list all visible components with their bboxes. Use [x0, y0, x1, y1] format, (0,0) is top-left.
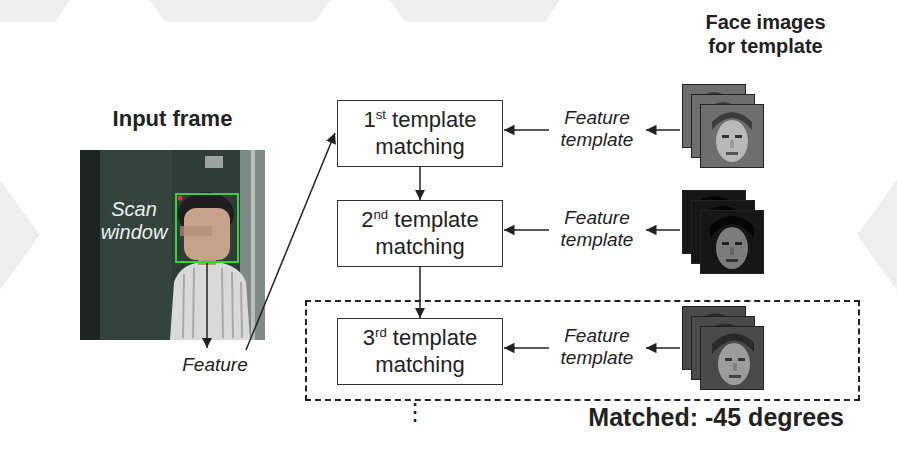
figure-heading: Input frame — [80, 106, 265, 132]
wall-panel — [100, 150, 172, 340]
template-label: Feature template — [551, 207, 643, 251]
box-text: 1st template matching — [346, 107, 494, 160]
template-arrow — [504, 129, 549, 131]
face-image — [683, 85, 746, 148]
face-image — [683, 191, 746, 254]
watermark-shape — [857, 180, 897, 290]
template-arrow — [504, 347, 549, 349]
flow-arrow — [419, 267, 421, 318]
ordinal-suffix: rd — [375, 325, 387, 340]
ordinal-suffix: st — [376, 107, 386, 122]
input-photo — [80, 150, 265, 340]
face-image-stack — [683, 191, 764, 274]
watermark-shape — [150, 0, 330, 22]
watermark-shape — [0, 180, 40, 290]
face-image — [701, 105, 764, 168]
door-frame — [80, 150, 100, 340]
flow-arrow — [419, 167, 421, 200]
process-box: 2nd template matching — [337, 200, 503, 267]
process-box: 1st template matching — [337, 100, 503, 167]
photo-ground — [80, 150, 265, 340]
input-frame: Input frameScan window — [80, 150, 265, 340]
side-wall — [240, 150, 265, 340]
feature-label: Feature — [175, 354, 255, 376]
wall-light — [251, 150, 255, 340]
ceiling-device — [205, 156, 223, 168]
feature-arrow — [246, 133, 335, 350]
feature-arrows — [207, 133, 335, 350]
box-text: 2nd template matching — [346, 207, 494, 260]
template-label: Feature template — [551, 325, 643, 369]
face-image — [701, 211, 764, 274]
result-label: Matched: -45 degrees — [588, 403, 844, 432]
ordinal-suffix: nd — [374, 207, 389, 222]
scan-marker — [178, 196, 183, 201]
scan-window-box — [176, 194, 238, 262]
face-image-stack — [683, 307, 764, 390]
shirt-stripes — [183, 268, 242, 338]
column-heading: Face images for template — [693, 10, 838, 58]
feature-arrow — [206, 263, 208, 348]
template-label: Feature template — [551, 107, 643, 151]
watermark-shapes — [0, 0, 897, 290]
person-neck — [198, 256, 216, 265]
photo-label: Scan window — [94, 198, 174, 244]
template-arrow — [646, 129, 680, 131]
box-text: 3rd template matching — [346, 325, 494, 378]
watermark-shape — [390, 0, 560, 22]
template-arrows — [504, 130, 680, 348]
template-arrow — [646, 347, 680, 349]
person-face — [184, 208, 230, 260]
person-hair — [178, 192, 234, 236]
template-arrow — [646, 229, 680, 231]
face-image — [692, 95, 755, 158]
face-image — [701, 327, 764, 390]
face-image — [683, 307, 746, 370]
motion-blur — [180, 226, 212, 236]
face-image — [692, 317, 755, 380]
face-image-stack — [683, 85, 764, 168]
process-box: 3rd template matching — [337, 318, 503, 385]
face-image — [692, 201, 755, 264]
watermark-shape — [0, 0, 70, 22]
person-shirt — [170, 262, 250, 340]
continuation-dots: ⋮ — [400, 399, 430, 425]
template-arrow — [504, 229, 549, 231]
